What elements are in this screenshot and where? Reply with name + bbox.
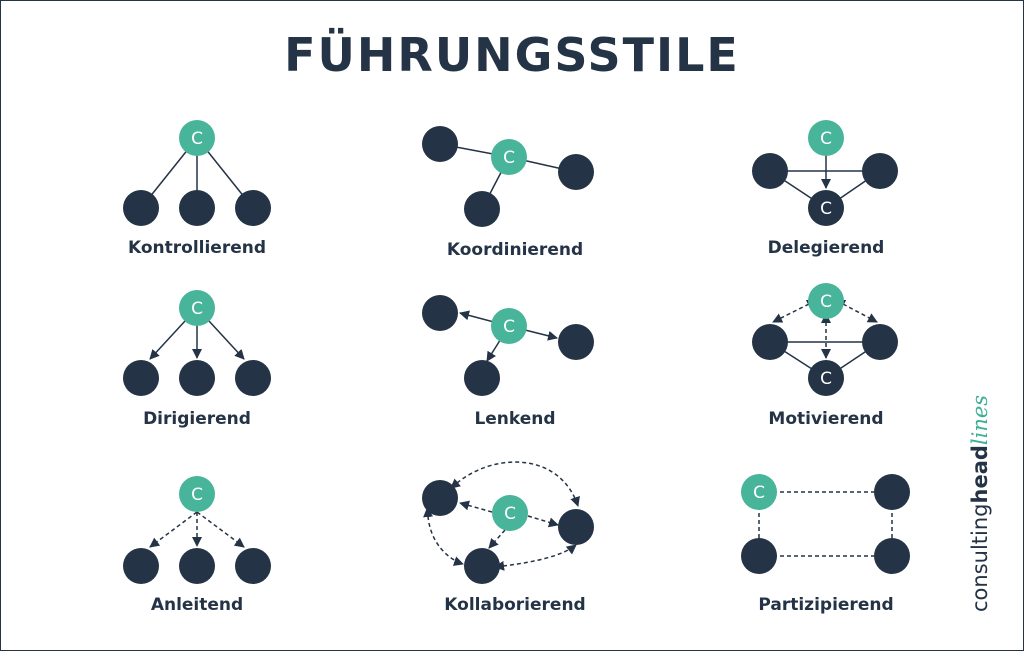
team-node	[179, 360, 215, 396]
team-node	[862, 153, 898, 189]
style-label-lenkend: Lenkend	[474, 409, 555, 429]
leader-node-label: C	[503, 317, 515, 337]
style-koordinierend: C Koordinierend	[422, 126, 594, 260]
page-title: FÜHRUNGSSTILE	[284, 28, 740, 82]
leader-node-label: C	[503, 148, 515, 168]
team-node	[422, 295, 458, 331]
leader-node-label: C	[820, 129, 832, 149]
leader-node-label: C	[191, 299, 203, 319]
style-motivierend: C C Motivierend	[752, 283, 898, 429]
delegate-node-label: C	[820, 369, 832, 389]
logo-part-head: head	[968, 445, 992, 504]
style-partizipierend: C Partizipierend	[741, 474, 910, 615]
leader-node-label: C	[191, 485, 203, 505]
team-node	[558, 154, 594, 190]
leader-node	[741, 474, 777, 510]
delegate-node-label: C	[820, 199, 832, 219]
leader-node	[492, 495, 528, 531]
style-lenkend: C Lenkend	[422, 295, 594, 429]
team-node	[558, 324, 594, 360]
team-node	[752, 324, 788, 360]
team-node	[422, 126, 458, 162]
style-anleitend: C Anleitend	[123, 476, 271, 615]
leader-node	[179, 290, 215, 326]
team-node	[235, 190, 271, 226]
leader-node	[808, 283, 844, 319]
team-node	[422, 480, 458, 516]
style-label-dirigierend: Dirigierend	[143, 409, 251, 429]
leader-node	[179, 476, 215, 512]
style-label-kollaborierend: Kollaborierend	[444, 595, 585, 615]
team-node	[558, 509, 594, 545]
style-label-partizipierend: Partizipierend	[758, 595, 893, 615]
style-kontrollierend: C Kontrollierend	[123, 120, 271, 258]
style-label-anleitend: Anleitend	[151, 595, 243, 615]
leader-node	[179, 120, 215, 156]
leader-node	[491, 139, 527, 175]
team-node	[464, 191, 500, 227]
leader-node-label: C	[504, 504, 516, 524]
team-node	[464, 360, 500, 396]
delegate-node	[808, 190, 844, 226]
logo-part-consulting: consulting	[968, 503, 992, 613]
leader-node	[808, 120, 844, 156]
team-node	[874, 474, 910, 510]
style-dirigierend: C Dirigierend	[123, 290, 271, 429]
style-kollaborierend: C Kollaborierend	[422, 461, 594, 615]
team-node	[235, 360, 271, 396]
team-node	[862, 324, 898, 360]
leader-node	[491, 308, 527, 344]
team-node	[123, 360, 159, 396]
delegate-node	[808, 360, 844, 396]
leader-node-label: C	[191, 129, 203, 149]
leader-node-label: C	[753, 483, 765, 503]
style-label-kontrollierend: Kontrollierend	[128, 238, 266, 258]
style-label-koordinierend: Koordinierend	[447, 240, 583, 260]
team-node	[752, 153, 788, 189]
team-node	[123, 190, 159, 226]
logo-part-lines: lines	[968, 394, 992, 446]
team-node	[235, 548, 271, 584]
style-delegierend: C C Delegierend	[752, 120, 898, 258]
team-node	[741, 538, 777, 574]
team-node	[464, 548, 500, 584]
team-node	[123, 548, 159, 584]
style-label-delegierend: Delegierend	[768, 238, 885, 258]
team-node	[874, 538, 910, 574]
style-label-motivierend: Motivierend	[768, 409, 883, 429]
team-node	[179, 548, 215, 584]
brand-logo: consultingheadlines	[968, 395, 992, 612]
leader-node-label: C	[820, 292, 832, 312]
team-node	[179, 190, 215, 226]
